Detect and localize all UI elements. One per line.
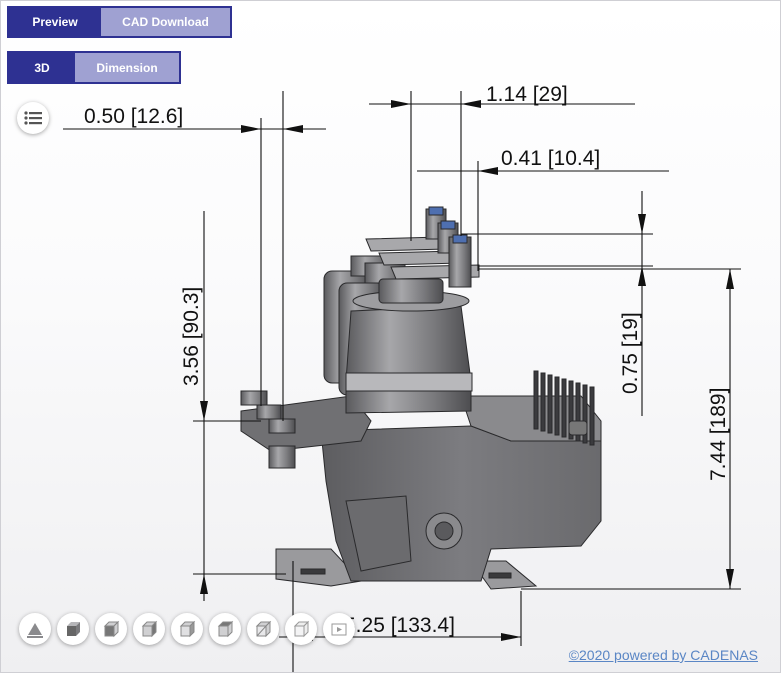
solid-view-button[interactable] [57, 613, 89, 645]
dimension-label: 1.14 [29] [486, 83, 568, 106]
tab-cad-download[interactable]: CAD Download [101, 8, 230, 36]
menu-button[interactable] [17, 102, 49, 134]
right-view-button[interactable] [171, 613, 203, 645]
tab-dimension[interactable]: Dimension [75, 53, 179, 82]
view-tabs: 3D Dimension [7, 51, 181, 84]
side-view-button[interactable] [133, 613, 165, 645]
cad-model [240, 206, 602, 590]
top-view-button[interactable] [209, 613, 241, 645]
iso-view-button[interactable] [247, 613, 279, 645]
top-view-icon [217, 620, 234, 638]
front-view-button[interactable] [95, 613, 127, 645]
dimension-label: 0.41 [10.4] [501, 147, 600, 170]
iso-view-icon [255, 620, 272, 638]
dimension-label: 3.56 [90.3] [180, 287, 203, 386]
dimension-label: 5.25 [133.4] [344, 614, 455, 637]
right-view-icon [179, 620, 196, 638]
dimension-label: 7.44 [189] [707, 388, 730, 481]
explode-button[interactable] [19, 613, 51, 645]
view-toolbar [19, 613, 355, 645]
tab-3d[interactable]: 3D [9, 53, 75, 82]
tab-preview[interactable]: Preview [9, 8, 101, 36]
animation-button[interactable] [323, 613, 355, 645]
dimension-arrows [200, 100, 734, 641]
dimension-label: 0.75 [19] [619, 312, 642, 394]
animation-icon [331, 623, 347, 636]
side-view-icon [141, 620, 158, 638]
wireframe-icon [293, 620, 310, 638]
list-icon [24, 111, 42, 125]
front-view-icon [103, 620, 120, 638]
dimension-label: 0.50 [12.6] [84, 105, 183, 128]
powered-by-link[interactable]: ©2020 powered by CADENAS [568, 647, 758, 663]
solid-view-icon [67, 622, 80, 636]
explode-icon [27, 623, 43, 638]
wireframe-button[interactable] [285, 613, 317, 645]
main-tabs: Preview CAD Download [7, 6, 232, 38]
